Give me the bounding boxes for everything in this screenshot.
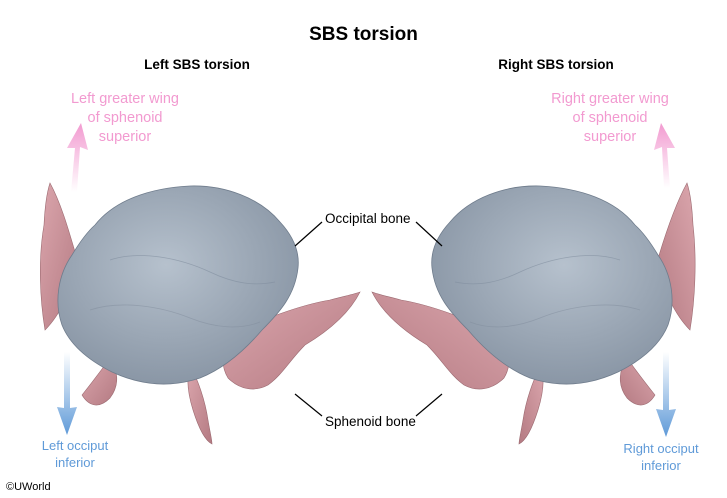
left-superior-label-line1: Left greater wing [70,91,179,107]
left-heading: Left SBS torsion [144,57,250,72]
left-superior-label-line3: superior [98,129,152,145]
right-sphenoid-bone [371,182,696,445]
right-superior-arrow [654,123,675,188]
left-superior-label-line2: of sphenoid [87,110,163,126]
left-superior-label: Left greater wing of sphenoid superior [40,90,210,147]
sphenoid-leader-left [294,393,323,417]
occipital-leader-left [294,221,323,247]
right-skull-illustration [371,123,696,445]
occipital-bone-label: Occipital bone [325,211,411,226]
right-superior-label-line3: superior [583,129,637,145]
left-inferior-label-line1: Left occiput [41,438,109,453]
copyright-credit: ©UWorld [6,481,51,493]
right-superior-label-line1: Right greater wing [551,91,669,107]
right-inferior-label-line2: inferior [641,458,681,473]
right-superior-label-line2: of sphenoid [572,110,648,126]
right-inferior-label-line1: Right occiput [623,441,699,456]
left-skull-illustration [40,123,361,445]
sphenoid-leader-right [415,393,443,417]
right-inferior-arrow [656,352,676,437]
right-heading: Right SBS torsion [498,57,614,72]
left-superior-arrow [67,123,88,192]
left-sphenoid-bone [40,182,361,445]
occipital-leader-right [415,221,443,247]
left-inferior-label-line2: inferior [55,455,95,470]
figure-title: SBS torsion [309,24,418,45]
left-inferior-label: Left occiput inferior [20,437,130,471]
right-superior-label: Right greater wing of sphenoid superior [525,90,695,147]
left-inferior-arrow [57,352,77,435]
right-occipital-bone [431,185,673,385]
left-occipital-bone [57,185,299,385]
right-inferior-label: Right occiput inferior [606,440,716,474]
sphenoid-bone-label: Sphenoid bone [325,414,416,429]
